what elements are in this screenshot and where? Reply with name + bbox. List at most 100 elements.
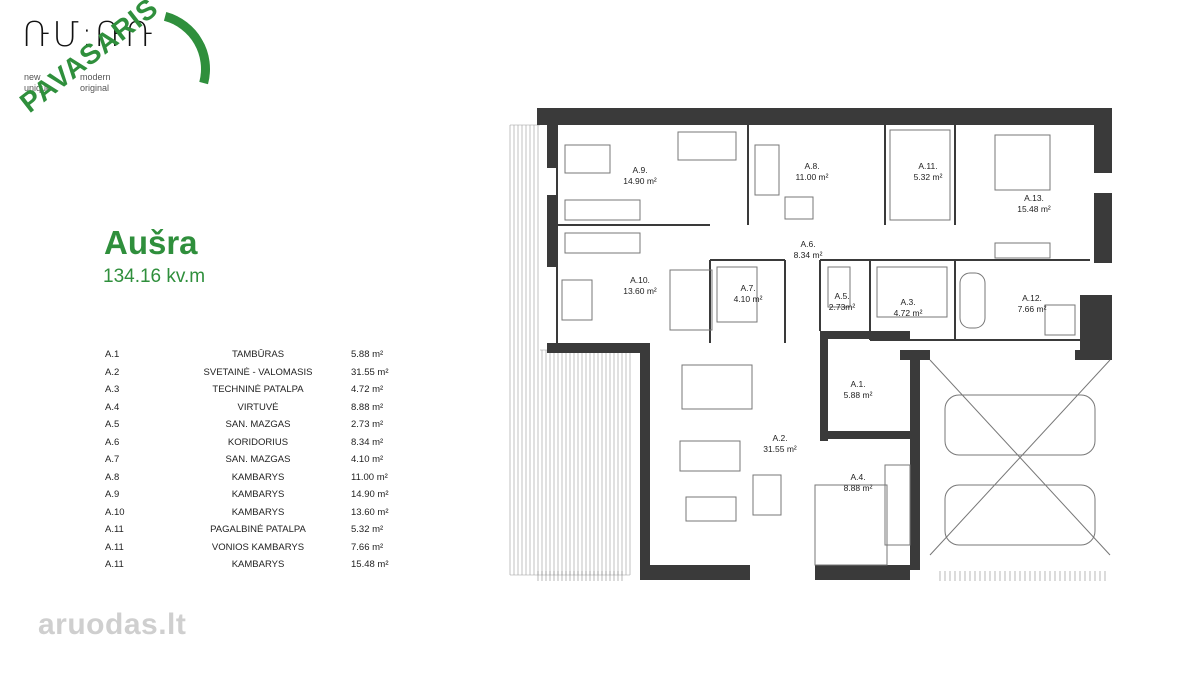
room-area: 13.60 m²: [351, 506, 389, 518]
room-row: A.3 TECHNINĖ PATALPA 4.72 m²: [90, 381, 431, 399]
room-row: A.9 KAMBARYS 14.90 m²: [90, 486, 431, 504]
plan-room-code: A.8.: [804, 161, 819, 171]
room-row: A.11 VONIOS KAMBARYS 7.66 m²: [90, 539, 431, 557]
room-code: A.3: [105, 384, 120, 396]
plan-room-code: A.6.: [800, 239, 815, 249]
coffee-table: [685, 496, 737, 522]
logo-sub-original: original: [80, 83, 110, 93]
room-name: SAN. MAZGAS: [225, 454, 291, 466]
bathtub-a12: [959, 272, 986, 329]
plan-room-code: A.4.: [850, 472, 865, 482]
plan-room-area: 8.88 m²: [844, 483, 873, 493]
car-2: [944, 484, 1096, 546]
bottom-hatch: [537, 571, 1106, 581]
logo-sub-unique: unique: [24, 83, 52, 93]
house-title: Aušra: [104, 224, 198, 261]
plan-room-code: A.9.: [632, 165, 647, 175]
room-name: VONIOS KAMBARYS: [211, 541, 305, 553]
plan-room-code: A.2.: [772, 433, 787, 443]
room-name: KAMBARYS: [231, 559, 285, 571]
room-area: 15.48 m²: [351, 559, 389, 571]
shower-a12: [1044, 304, 1076, 336]
room-name: TAMBŪRAS: [231, 349, 285, 361]
room-area: 5.88 m²: [351, 349, 384, 361]
desk-a9: [564, 144, 611, 174]
plan-room-area: 15.48 m²: [1017, 204, 1051, 214]
bed-a9: [677, 131, 737, 161]
sofa-a2: [679, 440, 741, 472]
room-name: KAMBARYS: [231, 506, 285, 518]
room-row: A.4 VIRTUVĖ 8.88 m²: [90, 399, 431, 417]
kitchen-counter: [884, 464, 911, 546]
room-name: KORIDORIUS: [227, 436, 289, 448]
logo-sub-new: new: [24, 72, 41, 82]
room-code: A.1: [105, 349, 120, 361]
room-area: 4.10 m²: [351, 454, 384, 466]
plan-room-code: A.12.: [1022, 293, 1042, 303]
room-code: A.11: [105, 541, 124, 553]
room-row: A.7 SAN. MAZGAS 4.10 m²: [90, 451, 431, 469]
bed-a10: [669, 269, 713, 331]
room-area: 8.88 m²: [351, 401, 384, 413]
room-code: A.9: [105, 489, 120, 501]
plan-room-code: A.3.: [900, 297, 915, 307]
room-code: A.6: [105, 436, 120, 448]
walls: [537, 108, 1112, 580]
logo-sub-modern: modern: [80, 72, 111, 82]
dining-table: [681, 364, 753, 410]
plan-room-area: 4.10 m²: [734, 294, 763, 304]
room-code: A.5: [105, 419, 120, 431]
room-area: 8.34 m²: [351, 436, 384, 448]
plan-room-area: 14.90 m²: [623, 176, 657, 186]
room-code: A.11: [105, 524, 124, 536]
plan-room-area: 8.34 m²: [794, 250, 823, 260]
desk-a10: [561, 279, 593, 321]
room-name: KAMBARYS: [231, 489, 285, 501]
plan-room-code: A.13.: [1024, 193, 1044, 203]
room-name: VIRTUVĖ: [237, 401, 279, 413]
room-code: A.4: [105, 401, 120, 413]
armchair-a2: [752, 474, 782, 516]
plan-room-area: 5.88 m²: [844, 390, 873, 400]
storage-a11: [889, 129, 951, 221]
room-area: 11.00 m²: [351, 471, 388, 483]
garage: [929, 359, 1111, 556]
plan-room-code: A.1.: [850, 379, 865, 389]
bath-a7: [716, 266, 758, 323]
brand-logo: ՌՄ:ՌՌ new unique modern original PAVASAR…: [14, 0, 232, 150]
plan-room-area: 31.55 m²: [763, 444, 797, 454]
car-1: [944, 394, 1096, 456]
plan-room-area: 2.73m²: [829, 302, 856, 312]
room-area: 7.66 m²: [351, 541, 384, 553]
room-code: A.7: [105, 454, 120, 466]
room-row: A.6 KORIDORIUS 8.34 m²: [90, 434, 431, 452]
room-name: TECHNINĖ PATALPA: [212, 384, 304, 396]
sofa-a8: [754, 144, 780, 196]
dresser-a13: [994, 242, 1051, 259]
room-area: 31.55 m²: [351, 366, 389, 378]
room-area: 14.90 m²: [351, 489, 389, 501]
plan-room-area: 13.60 m²: [623, 286, 657, 296]
plan-room-code: A.7.: [740, 283, 755, 293]
house-total-area: 134.16 kv.m: [103, 266, 206, 287]
wc-a5: [827, 266, 851, 308]
room-row: A.1 TAMBŪRAS 5.88 m²: [90, 346, 431, 364]
plan-room-code: A.11.: [918, 161, 937, 171]
plan-room-code: A.10.: [630, 275, 650, 285]
wardrobe-a9: [564, 199, 641, 221]
room-area: 2.73 m²: [351, 419, 384, 431]
room-row: A.10 KAMBARYS 13.60 m²: [90, 504, 431, 522]
plan-room-area: 11.00 m²: [796, 172, 829, 182]
room-name: KAMBARYS: [231, 471, 285, 483]
room-code: A.10: [105, 506, 125, 518]
aruodas-watermark: aruodas.lt: [38, 608, 187, 641]
room-area: 4.72 m²: [351, 384, 384, 396]
plan-room-area: 5.32 m²: [914, 172, 943, 182]
kitchen-island: [814, 484, 888, 566]
wardrobe-a10: [564, 232, 641, 254]
